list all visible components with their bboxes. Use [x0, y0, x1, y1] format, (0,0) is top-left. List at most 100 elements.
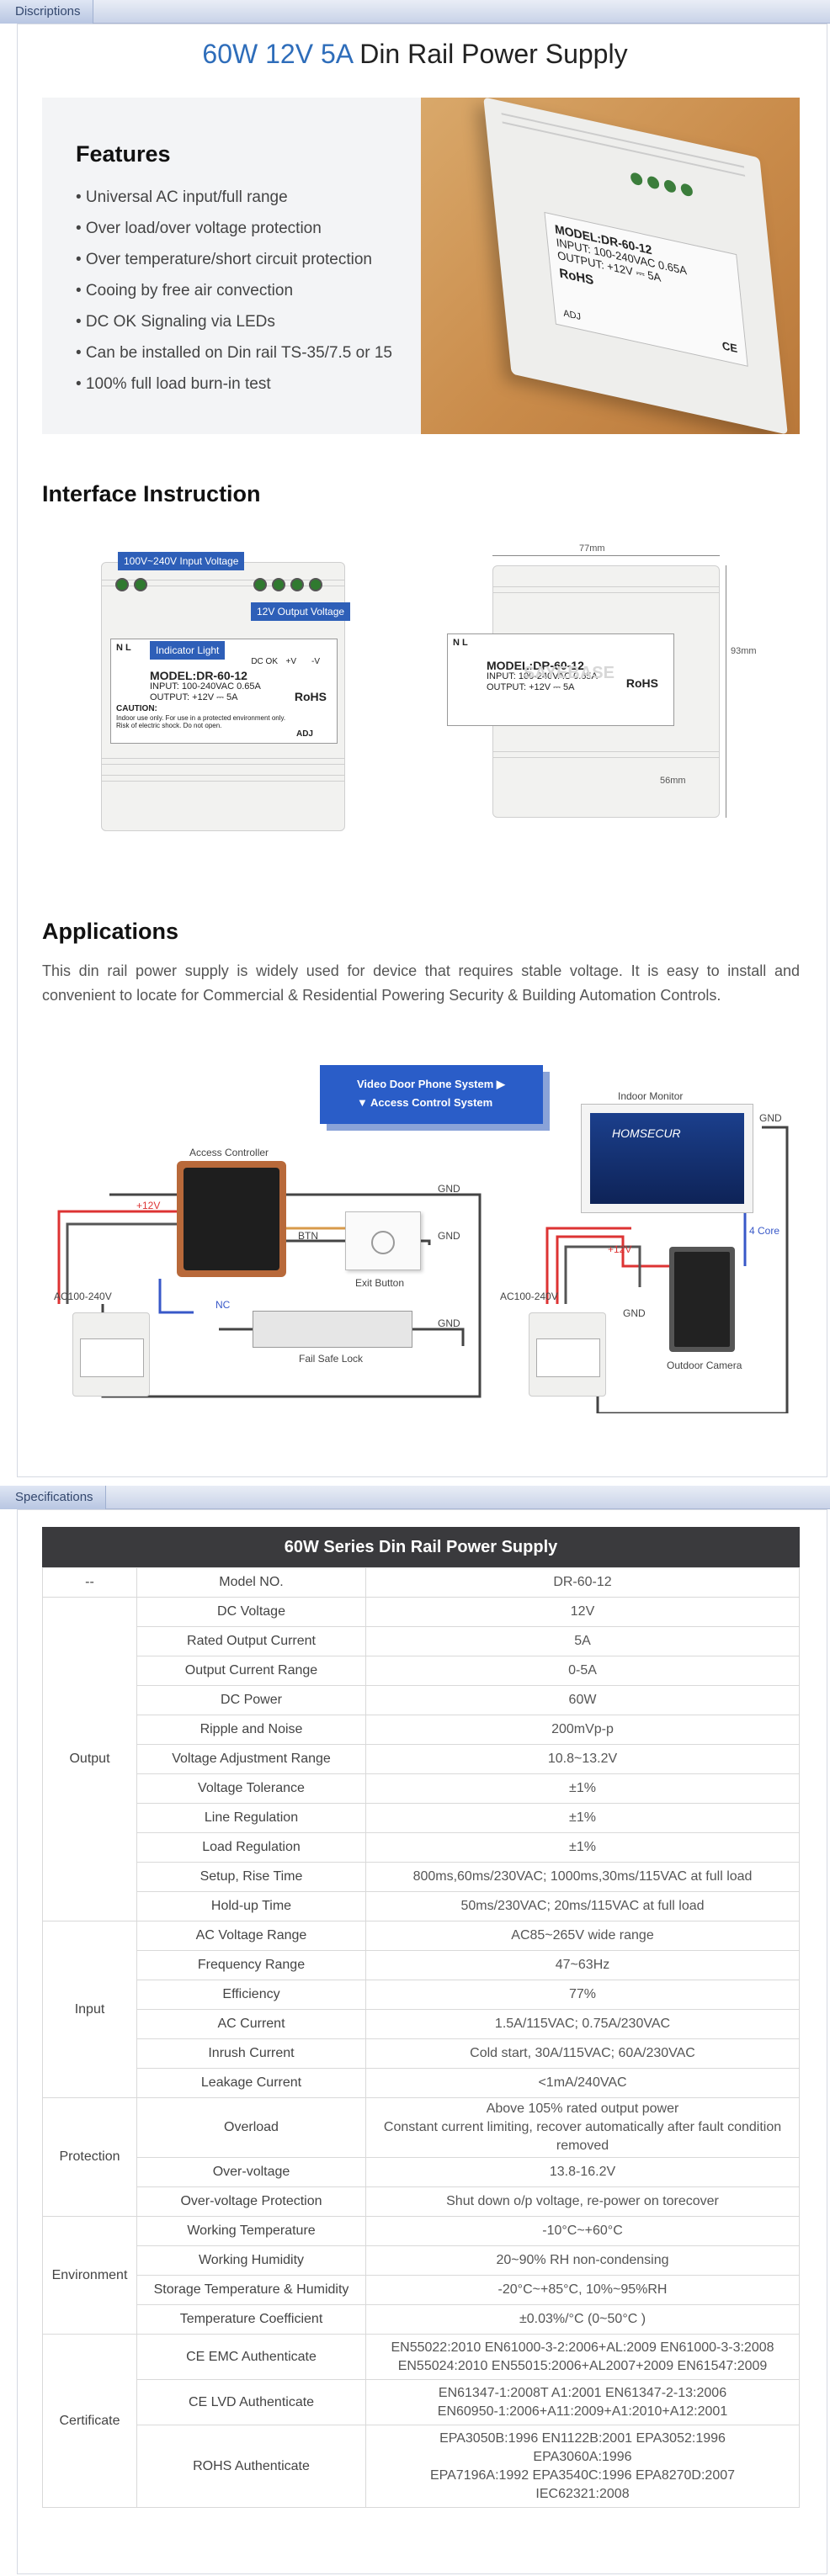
spec-value: 200mVp-p [365, 1715, 800, 1745]
spec-value: EN61347-1:2008T A1:2001 EN61347-2-13:200… [365, 2379, 800, 2425]
spec-key: CE LVD Authenticate [136, 2379, 366, 2425]
device-ribs [102, 775, 344, 782]
label-model: MODEL:DR-60-12 [487, 659, 584, 672]
nc-label: NC [215, 1299, 231, 1311]
access-controller-label: Access Controller [189, 1147, 269, 1158]
terminal-screw [663, 178, 677, 194]
spec-value: 77% [365, 1980, 800, 2010]
ribbon-video-door: Video Door Phone System ▶ [357, 1078, 505, 1090]
spec-key: Working Humidity [136, 2245, 366, 2276]
dim-depth: 56mm [660, 776, 686, 786]
label-adj: ADJ [295, 729, 313, 739]
exit-button-device [345, 1211, 421, 1270]
spec-key: Hold-up Time [136, 1891, 366, 1921]
spec-row: Temperature Coefficient±0.03%/°C (0~50°C… [43, 2304, 800, 2335]
terminal-screw [680, 183, 694, 198]
label-caution: CAUTION: [116, 704, 157, 713]
features-panel: Features • Universal AC input/full range… [42, 98, 421, 434]
device-front-view: N L DC OK +V -V MODEL:DR-60-12 INPUT: 10… [101, 562, 345, 831]
spec-row: Voltage Tolerance±1% [43, 1773, 800, 1804]
feature-item: • Universal AC input/full range [76, 188, 288, 206]
spec-key: Leakage Current [136, 2068, 366, 2098]
feature-item: • DC OK Signaling via LEDs [76, 313, 275, 331]
label-adj: ADJ [562, 308, 582, 323]
spec-value: 5A [365, 1626, 800, 1656]
terminal-screw [253, 578, 267, 591]
terminal-screw [134, 578, 147, 591]
product-photo: MODEL:DR-60-12 INPUT: 100-240VAC 0.65A O… [421, 98, 800, 434]
callout-input-voltage: 100V~240V Input Voltage [118, 552, 245, 570]
label-rohs: RoHS [294, 690, 327, 703]
camera-keypad-icon [674, 1252, 730, 1347]
spec-key: Storage Temperature & Humidity [136, 2275, 366, 2305]
label-caution-2: Risk of electric shock. Do not open. [116, 722, 222, 729]
descriptions-tab[interactable]: Discriptions [0, 0, 93, 24]
device-ribs [493, 751, 719, 758]
feature-item: • 100% full load burn-in test [76, 375, 271, 393]
callout-indicator-light: Indicator Light [150, 641, 226, 660]
spec-key: Line Regulation [136, 1803, 366, 1833]
spec-value: EN55022:2010 EN61000-3-2:2006+AL:2009 EN… [365, 2334, 800, 2380]
spec-value: 800ms,60ms/230VAC; 1000ms,30ms/115VAC at… [365, 1862, 800, 1892]
ac-input-left: AC100-240V [54, 1291, 112, 1302]
label-output: OUTPUT: +12V ⎓ 5A [487, 682, 575, 692]
power-supply-right [529, 1312, 606, 1397]
spec-key: Ripple and Noise [136, 1715, 366, 1745]
spec-key: Load Regulation [136, 1832, 366, 1863]
spec-key: Over-voltage [136, 2157, 366, 2187]
spec-key: Working Temperature [136, 2216, 366, 2246]
spec-group: Protection [42, 2097, 137, 2217]
label-output: OUTPUT: +12V ⎓ 5A [150, 692, 238, 702]
spec-key: AC Current [136, 2009, 366, 2039]
terminal-screw [290, 578, 304, 591]
keypad-icon [184, 1168, 279, 1270]
label-caution-1: Indoor use only. For use in a protected … [116, 714, 286, 722]
spec-group: -- [42, 1567, 137, 1598]
spec-value: 10.8~13.2V [365, 1744, 800, 1774]
label-watermark: SAYEBASE [523, 664, 615, 682]
spec-key: Temperature Coefficient [136, 2304, 366, 2335]
spec-value: DR-60-12 [365, 1567, 800, 1598]
spec-table-title: 60W Series Din Rail Power Supply [42, 1527, 800, 1567]
feature-item: • Over load/over voltage protection [76, 220, 322, 237]
label-ce: CE [721, 338, 738, 356]
spec-value: 13.8-16.2V [365, 2157, 800, 2187]
terminal-screw [646, 175, 660, 190]
spec-value: 20~90% RH non-condensing [365, 2245, 800, 2276]
spec-row: Leakage Current<1mA/240VAC [43, 2068, 800, 2098]
terminal-row [630, 171, 694, 198]
feature-item: • Can be installed on Din rail TS-35/7.5… [76, 344, 392, 362]
spec-value: ±1% [365, 1832, 800, 1863]
label-plus-v: +V [285, 657, 296, 666]
gnd-label: GND [759, 1112, 782, 1124]
spec-value: 50ms/230VAC; 20ms/115VAC at full load [365, 1891, 800, 1921]
spec-row: Storage Temperature & Humidity-20°C~+85°… [43, 2275, 800, 2305]
callout-output-voltage: 12V Output Voltage [251, 602, 351, 621]
terminal-screw [630, 171, 643, 187]
spec-group: Certificate [42, 2334, 137, 2508]
device-label: N L MODEL:DR-60-12 INPUT: 100-240VAC 0.6… [447, 633, 674, 726]
specifications-tab[interactable]: Specifications [0, 1486, 106, 1509]
device-label: N L DC OK +V -V MODEL:DR-60-12 INPUT: 10… [110, 639, 338, 744]
module-ribs [501, 113, 746, 177]
label-minus-v: -V [311, 657, 320, 666]
gnd-label: GND [438, 1183, 460, 1195]
spec-key: Over-voltage Protection [136, 2186, 366, 2217]
spec-value: AC85~265V wide range [365, 1921, 800, 1951]
system-ribbon: Video Door Phone System ▶ ▼ Access Contr… [320, 1065, 543, 1124]
